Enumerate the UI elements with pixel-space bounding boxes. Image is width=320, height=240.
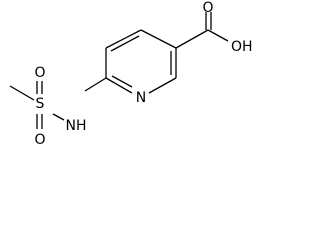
oxygen-carbonyl-label: O: [202, 0, 213, 16]
bond-ring-nh: [84, 77, 107, 92]
bond-c1-n-inner: [111, 75, 133, 88]
hydroxyl-label: OH: [231, 39, 253, 55]
bond-c5-c6-inner: [110, 35, 140, 52]
bond-c-oh: [207, 29, 229, 42]
sulfur-label: S: [36, 96, 45, 112]
pyridine-ring: [105, 29, 177, 94]
bond-c1-n: [105, 77, 133, 94]
bond-c5-c6: [105, 29, 142, 49]
bond-s-methyl: [9, 85, 35, 101]
oxygen-sulfonyl-top-label: O: [34, 65, 45, 81]
carboxylic-acid-group: O OH: [175, 0, 253, 55]
oxygen-sulfonyl-bottom-label: O: [34, 132, 45, 148]
bond-ring-carboxyl: [175, 29, 209, 49]
bond-n-c2: [148, 77, 177, 94]
bond-nh-s: [52, 113, 65, 121]
methanesulfonamide-group: NH S O O: [9, 65, 107, 148]
bond-c4-c5: [140, 29, 177, 49]
amine-label: NH: [66, 118, 87, 134]
ring-nitrogen-label: N: [136, 90, 146, 106]
chemical-structure: O OH N NH S O O: [9, 0, 253, 148]
